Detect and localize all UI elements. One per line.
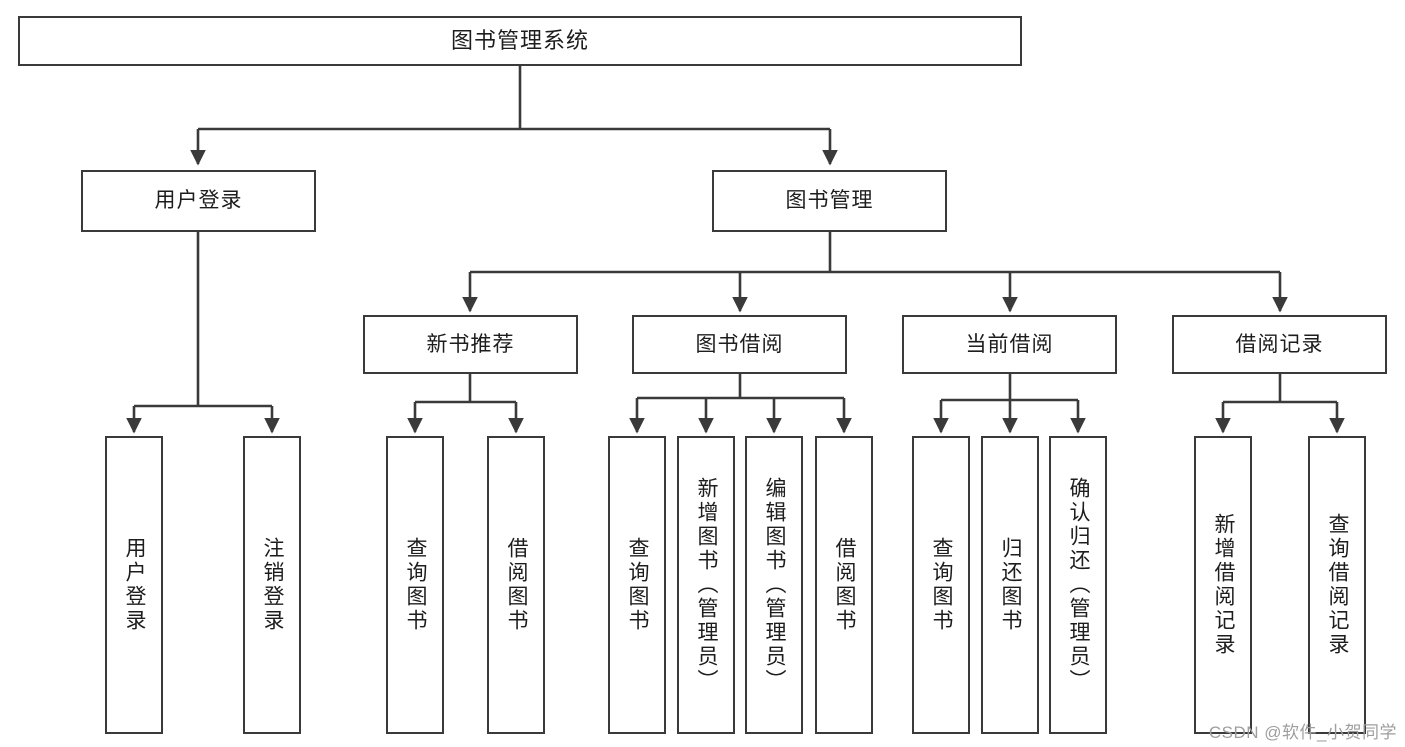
node-leaf-user-login[interactable]: 用户登录 [105, 436, 163, 734]
node-book-manage[interactable]: 图书管理 [712, 170, 947, 232]
node-borrow-record[interactable]: 借阅记录 [1172, 315, 1387, 374]
node-leaf-add-record[interactable]: 新增借阅记录 [1194, 436, 1252, 734]
node-current-borrow-label: 当前借阅 [965, 332, 1054, 356]
node-book-borrow[interactable]: 图书借阅 [632, 315, 847, 374]
node-leaf-logout-login[interactable]: 注销登录 [243, 436, 301, 734]
node-leaf-logout-login-label: 注销登录 [261, 537, 285, 633]
node-leaf-borrow-book-1-label: 借阅图书 [505, 537, 529, 633]
node-leaf-confirm-return-label: 确认归还（管理员） [1067, 477, 1091, 693]
node-leaf-add-book[interactable]: 新增图书（管理员） [677, 436, 735, 734]
node-leaf-borrow-book-2-label: 借阅图书 [833, 537, 857, 633]
node-user-login[interactable]: 用户登录 [81, 170, 316, 232]
node-user-login-label: 用户登录 [154, 189, 243, 213]
node-leaf-query-book-1-label: 查询图书 [404, 537, 428, 633]
node-root-label: 图书管理系统 [450, 27, 589, 53]
node-leaf-return-book-label: 归还图书 [999, 537, 1023, 633]
node-leaf-query-book-2-label: 查询图书 [626, 537, 650, 633]
node-leaf-query-book-3-label: 查询图书 [930, 537, 954, 633]
csdn-watermark: CSDN @软件_小贺同学 [1208, 723, 1397, 742]
node-leaf-query-book-3[interactable]: 查询图书 [912, 436, 970, 734]
node-borrow-record-label: 借阅记录 [1235, 332, 1324, 356]
node-leaf-user-login-label: 用户登录 [123, 537, 147, 633]
node-current-borrow[interactable]: 当前借阅 [902, 315, 1117, 374]
node-leaf-query-record[interactable]: 查询借阅记录 [1308, 436, 1366, 734]
node-leaf-add-book-label: 新增图书（管理员） [695, 477, 719, 693]
node-book-manage-label: 图书管理 [785, 189, 874, 213]
node-new-book-recommend-label: 新书推荐 [426, 332, 515, 356]
node-leaf-borrow-book-2[interactable]: 借阅图书 [815, 436, 873, 734]
node-leaf-edit-book-label: 编辑图书（管理员） [763, 477, 787, 693]
node-leaf-return-book[interactable]: 归还图书 [981, 436, 1039, 734]
node-book-borrow-label: 图书借阅 [695, 332, 784, 356]
node-leaf-query-book-1[interactable]: 查询图书 [386, 436, 444, 734]
node-leaf-borrow-book-1[interactable]: 借阅图书 [487, 436, 545, 734]
node-leaf-confirm-return[interactable]: 确认归还（管理员） [1049, 436, 1107, 734]
node-leaf-add-record-label: 新增借阅记录 [1212, 513, 1236, 657]
node-root[interactable]: 图书管理系统 [18, 16, 1022, 66]
node-leaf-query-book-2[interactable]: 查询图书 [608, 436, 666, 734]
node-leaf-edit-book[interactable]: 编辑图书（管理员） [745, 436, 803, 734]
node-new-book-recommend[interactable]: 新书推荐 [363, 315, 578, 374]
node-leaf-query-record-label: 查询借阅记录 [1326, 513, 1350, 657]
